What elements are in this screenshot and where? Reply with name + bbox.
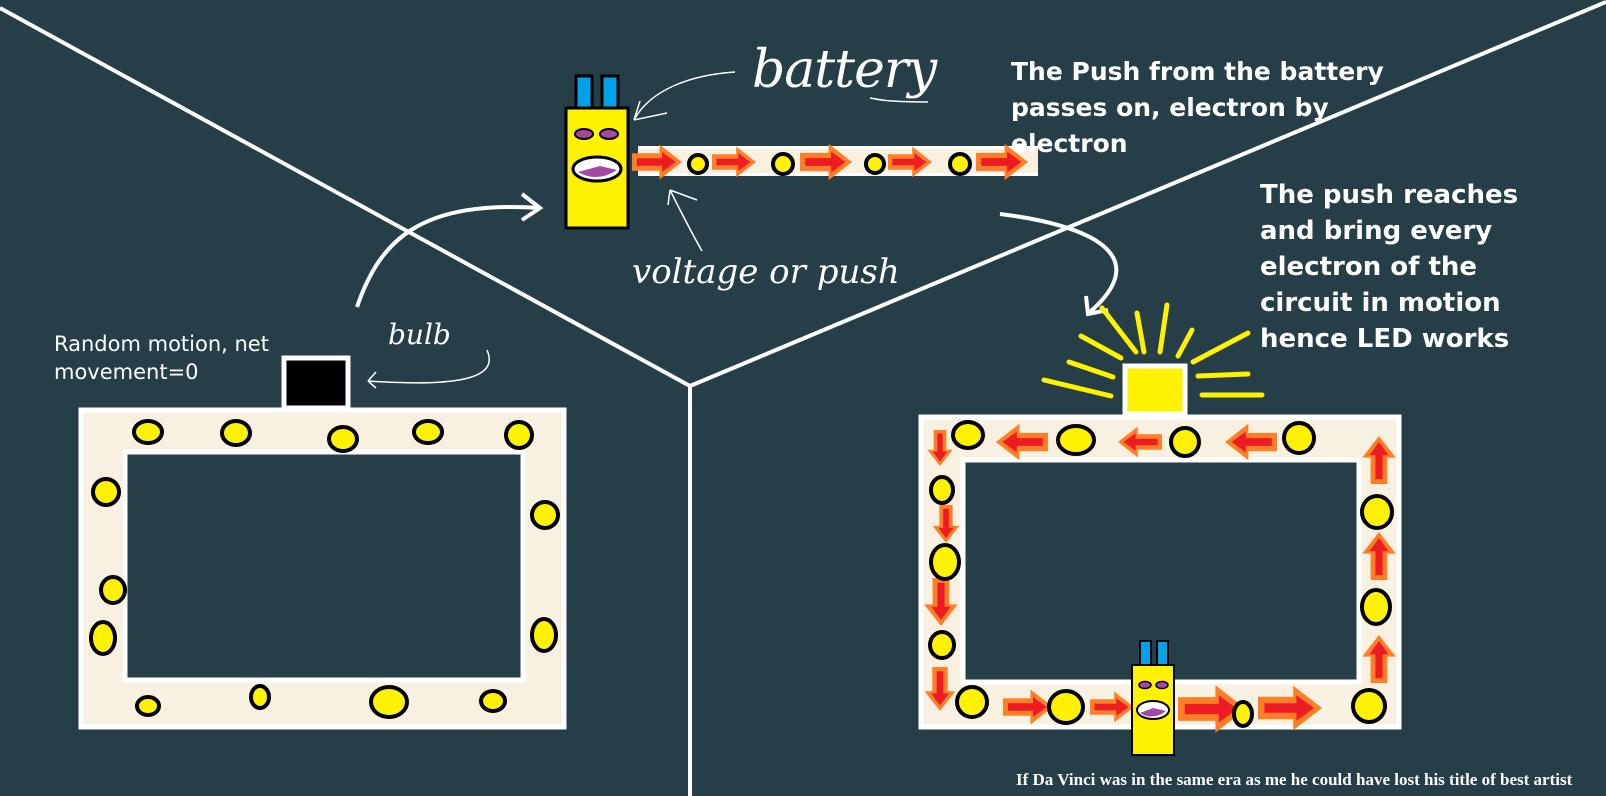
top-battery [564, 74, 630, 230]
footer-note: If Da Vinci was in the same era as me he… [1016, 770, 1573, 789]
right-electrons [928, 420, 1394, 728]
caption-battery-push: The Push from the battery passes on, ele… [1011, 57, 1384, 158]
left-circuit-wire [78, 407, 567, 730]
bulb-handwritten-label: bulb [388, 318, 451, 351]
left-electrons-random [89, 419, 560, 719]
right-bulb-on [1122, 363, 1188, 417]
caption-random-motion: Random motion, net movement=0 [54, 332, 269, 384]
battery-handwritten-label: battery [752, 40, 937, 100]
battery-pointer [633, 71, 929, 121]
top-electrons [687, 152, 972, 176]
right-battery [1131, 640, 1175, 756]
flow-arrow-left-to-top [355, 192, 544, 308]
caption-push-reaches: The push reaches and bring every electro… [1260, 180, 1519, 354]
left-bulb-off [281, 355, 351, 411]
voltage-pointer [667, 189, 703, 252]
voltage-handwritten-label: voltage or push [632, 252, 900, 292]
flow-arrow-top-to-right [999, 212, 1119, 317]
right-bulb-rays [1041, 302, 1265, 399]
bulb-pointer [367, 349, 490, 389]
